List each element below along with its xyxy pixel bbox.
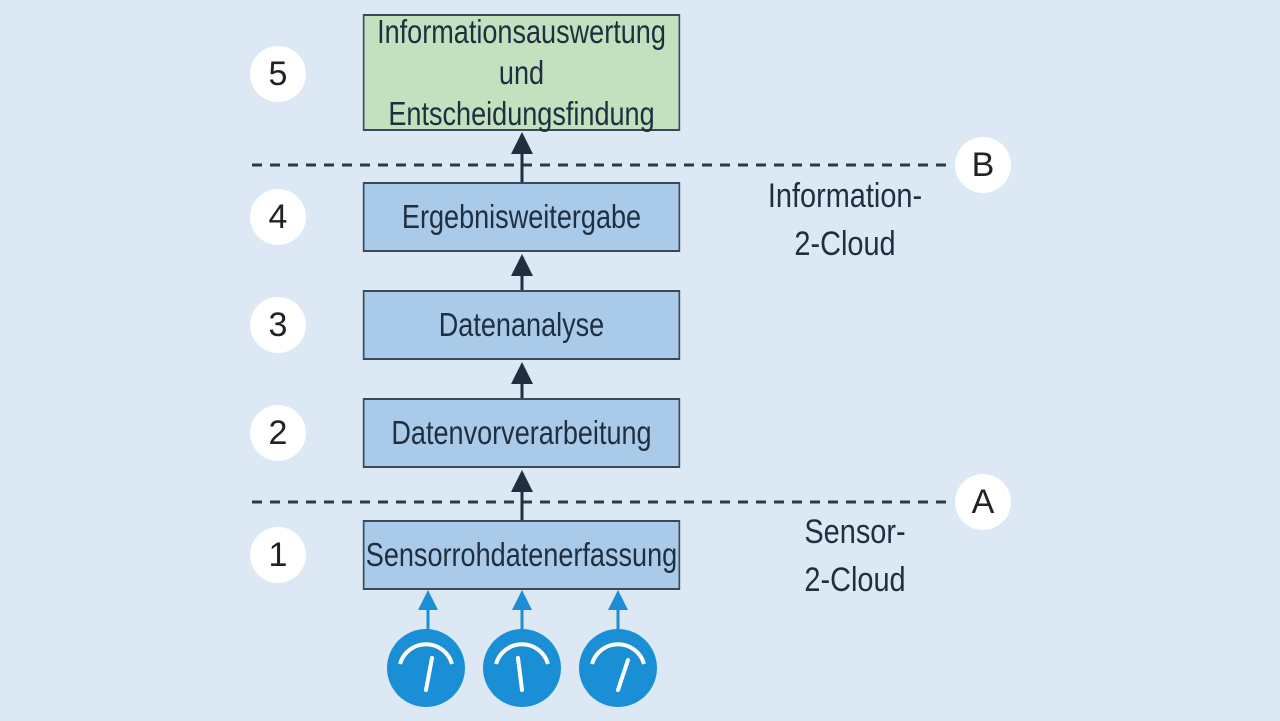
step-3-label: Datenanalyse — [438, 306, 605, 344]
boundary-b-label-line2: 2-Cloud — [794, 225, 896, 263]
arrow-3-to-4 — [511, 254, 533, 290]
boundary-a-letter: A — [955, 474, 1011, 530]
boundary-a-label: Sensor- 2-Cloud — [779, 508, 932, 604]
arrow-1-to-2 — [511, 470, 533, 520]
step-2-label: Datenvorverarbeitung — [391, 414, 652, 452]
gauge-icon — [387, 629, 465, 707]
sensor-arrow-3 — [608, 590, 628, 630]
step-4-box: Ergebnisweitergabe — [362, 182, 681, 252]
step-3-box: Datenanalyse — [362, 290, 681, 360]
boundary-a-label-line1: Sensor- — [804, 513, 906, 551]
sensor-arrow-2 — [512, 590, 532, 630]
step-3-number: 3 — [250, 297, 306, 353]
step-4-label: Ergebnisweitergabe — [401, 198, 642, 236]
gauge-icon — [483, 629, 561, 707]
step-4-number: 4 — [250, 189, 306, 245]
step-5-label-line1: Informationsauswertung — [377, 12, 666, 50]
boundary-b-label: Information- 2-Cloud — [752, 172, 939, 268]
step-5-box: Informationsauswertung und Entscheidungs… — [362, 12, 681, 132]
boundary-b-label-line1: Information- — [767, 177, 923, 215]
step-1-box: Sensorrohdatenerfassung — [362, 520, 681, 590]
arrow-4-to-5 — [511, 132, 533, 182]
gauge-icon — [579, 629, 657, 707]
arrow-2-to-3 — [511, 362, 533, 398]
boundary-b-letter: B — [955, 137, 1011, 193]
boundary-a-label-line2: 2-Cloud — [804, 561, 906, 599]
step-2-number: 2 — [250, 405, 306, 461]
step-5-number: 5 — [250, 46, 306, 102]
step-5-label-line2: und Entscheidungsfindung — [388, 53, 655, 133]
step-1-label: Sensorrohdatenerfassung — [365, 536, 678, 574]
sensor-arrow-1 — [418, 590, 438, 630]
step-1-number: 1 — [250, 527, 306, 583]
step-2-box: Datenvorverarbeitung — [362, 398, 681, 468]
